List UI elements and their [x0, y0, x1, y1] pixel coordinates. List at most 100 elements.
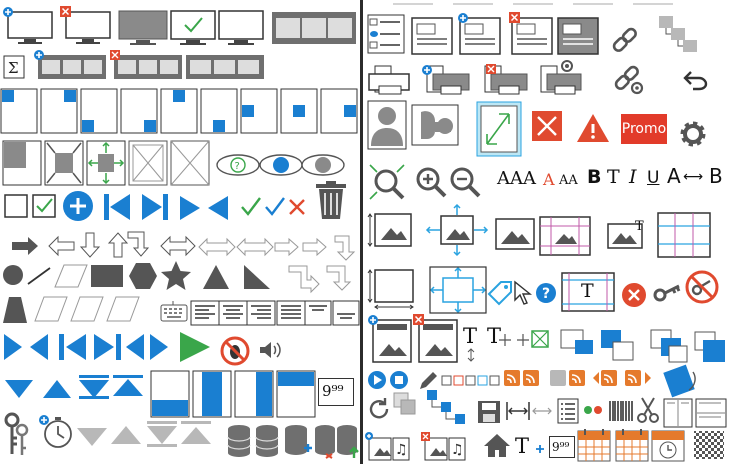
image-expand-icon[interactable]: [425, 203, 489, 257]
arrow-turn-right-icon[interactable]: [288, 264, 320, 294]
sort-up-icon[interactable]: [42, 378, 72, 400]
back-icon[interactable]: [206, 194, 230, 222]
rss-icon[interactable]: [503, 366, 547, 388]
panel-bottom-blue-icon[interactable]: [150, 370, 190, 418]
layout-center-right-icon[interactable]: [320, 88, 358, 134]
panel-right-blue-icon[interactable]: [192, 370, 232, 418]
arrow-right-light-2-icon[interactable]: [302, 237, 328, 257]
database-2-icon[interactable]: [254, 424, 280, 458]
profile-icon[interactable]: [411, 104, 459, 146]
form-controls-icon[interactable]: [441, 374, 501, 388]
layout-top-right-icon[interactable]: [40, 88, 78, 134]
layout-gray-corner-icon[interactable]: [2, 140, 42, 186]
panel-top-blue-icon[interactable]: [276, 370, 316, 418]
price-tag-label[interactable]: 9⁹⁹: [318, 378, 354, 406]
play-circle-icon[interactable]: [367, 370, 387, 390]
rectangle-shape-icon[interactable]: [90, 264, 124, 288]
arrow-bend-down-icon[interactable]: [334, 234, 356, 262]
parallelogram-icon[interactable]: [54, 264, 88, 288]
checklist-icon[interactable]: [557, 398, 579, 424]
image-text-icon[interactable]: [607, 218, 647, 250]
add-film-icon[interactable]: [34, 50, 106, 80]
key-icon[interactable]: [653, 282, 683, 304]
rss-swap-icon[interactable]: [591, 366, 655, 390]
close-red-icon[interactable]: [288, 198, 306, 216]
layout-center-left-icon[interactable]: [240, 88, 278, 134]
zoom-in-icon[interactable]: [415, 166, 447, 198]
layout-center-icon[interactable]: [280, 88, 318, 134]
group-tree-icon[interactable]: [419, 388, 471, 436]
a-to-b-source[interactable]: A: [667, 164, 681, 188]
text-move-icon[interactable]: T: [487, 324, 502, 348]
text-frame-icon[interactable]: [561, 272, 615, 312]
database-upload-icon[interactable]: [336, 424, 360, 460]
arrow-turn-down-icon[interactable]: [326, 264, 356, 292]
tag-icon[interactable]: [487, 280, 513, 306]
price-tag-small[interactable]: 9⁹⁹: [549, 436, 575, 458]
play-icon[interactable]: [178, 194, 202, 222]
chain-icon[interactable]: [611, 26, 639, 56]
layers-forward-icon[interactable]: [647, 326, 691, 366]
split-view-icon[interactable]: [663, 398, 693, 428]
refresh-icon[interactable]: [367, 396, 391, 422]
database-disconnect-icon[interactable]: [314, 424, 336, 460]
check-icon[interactable]: [240, 196, 262, 218]
hexagon-icon[interactable]: [128, 262, 158, 290]
gear-icon[interactable]: [677, 118, 709, 150]
layers-backward-icon[interactable]: [693, 330, 727, 366]
film-strip-icon[interactable]: [272, 12, 356, 44]
layout-bottom-right-icon[interactable]: [120, 88, 158, 134]
back-blue-2-icon[interactable]: [124, 332, 146, 362]
monitor-check-icon[interactable]: [170, 10, 216, 46]
monitor-icon[interactable]: [2, 6, 56, 46]
arrow-up-icon[interactable]: [107, 232, 129, 258]
layout-bottom-left-icon[interactable]: [80, 88, 118, 134]
skip-next-blue-icon[interactable]: [92, 332, 122, 362]
checker-icon[interactable]: [693, 430, 725, 460]
text-align-justify-icon[interactable]: [276, 300, 306, 326]
layout-bottom-center-icon[interactable]: [200, 88, 238, 134]
resize-icon[interactable]: [475, 100, 523, 158]
document-icon[interactable]: [411, 12, 453, 56]
monitor-blank-icon[interactable]: [218, 10, 264, 46]
remove-film-icon[interactable]: [110, 50, 182, 80]
text-align-top-icon[interactable]: [304, 300, 332, 326]
play-blue-icon[interactable]: [2, 332, 24, 362]
check-blue-icon[interactable]: [264, 196, 286, 218]
font-size-sample[interactable]: AAA: [497, 168, 536, 189]
move-arrows-icon[interactable]: [497, 332, 531, 348]
arrow-both-light-icon[interactable]: [198, 237, 236, 257]
keyboard-icon[interactable]: [160, 300, 188, 322]
right-triangle-icon[interactable]: [242, 264, 272, 290]
trapezoid-icon[interactable]: [2, 296, 28, 324]
speaker-icon[interactable]: [258, 340, 284, 360]
skip-next-icon[interactable]: [140, 192, 170, 222]
sort-up-bar-icon[interactable]: [112, 374, 144, 400]
expand-arrows-icon[interactable]: [86, 140, 126, 186]
help-icon[interactable]: ?: [535, 282, 557, 304]
arrow-right-light-icon[interactable]: [274, 237, 300, 257]
document-gray-icon[interactable]: [557, 12, 601, 56]
play-green-icon[interactable]: [178, 330, 212, 364]
text-tool-icon[interactable]: T: [515, 434, 530, 458]
zoom-icon[interactable]: [367, 162, 407, 202]
play-blue-2-icon[interactable]: [148, 332, 170, 362]
image-grid-icon[interactable]: [539, 216, 591, 256]
trash-icon[interactable]: [314, 180, 348, 220]
remove-printer-icon[interactable]: [479, 64, 529, 96]
bold-icon[interactable]: B: [587, 166, 602, 188]
promo-button[interactable]: Promo: [621, 114, 667, 144]
fit-box-icon[interactable]: [531, 330, 549, 348]
panel-side-blue-icon[interactable]: [234, 370, 274, 418]
timer-icon[interactable]: [38, 414, 74, 450]
image-resize-icon[interactable]: [367, 210, 417, 250]
calendar-icon[interactable]: [577, 428, 611, 462]
keys-icon[interactable]: [2, 412, 32, 456]
circle-shape-icon[interactable]: [2, 264, 24, 286]
printer-settings-icon[interactable]: [537, 58, 585, 96]
pencil-icon[interactable]: [417, 370, 439, 392]
barcode-icon[interactable]: [607, 398, 635, 424]
parallelogram-3-icon[interactable]: [70, 296, 104, 322]
parallelogram-4-icon[interactable]: [106, 296, 140, 322]
chain-settings-icon[interactable]: [613, 65, 647, 96]
